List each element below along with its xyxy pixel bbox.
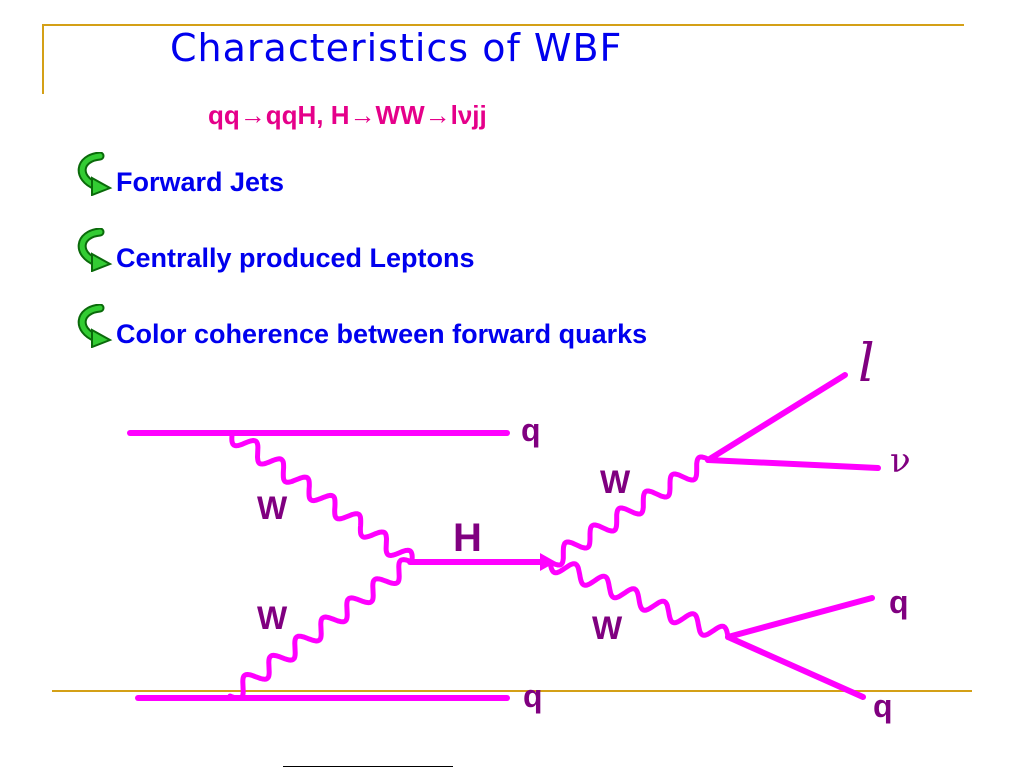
bullet-text: Color coherence between forward quarks [116, 319, 648, 349]
curved-arrow-icon [77, 304, 113, 348]
frame-top-rule [42, 24, 964, 26]
footer-rule [283, 766, 453, 767]
label-neutrino: ν [890, 441, 911, 481]
bullet-item: Forward Jets [74, 152, 285, 197]
label-higgs: H [453, 516, 482, 560]
w-boson-upper-right [547, 454, 713, 568]
quark-line-right-upper [725, 595, 875, 640]
quark-line-right-lower [725, 634, 866, 700]
label-q-right-lower: q [873, 688, 893, 724]
frame-bottom-rule [52, 690, 972, 692]
label-w-upper-left: W [257, 490, 288, 526]
page-title: Characteristics of WBF [170, 26, 623, 70]
bullet-text: Centrally produced Leptons [116, 243, 475, 273]
label-q-top-left: q [521, 412, 541, 448]
label-w-lower-right: W [592, 610, 623, 646]
neutrino-line [705, 457, 881, 471]
bullet-text: Forward Jets [116, 167, 285, 197]
curved-arrow-icon [77, 152, 113, 196]
w-boson-upper-left [229, 431, 415, 565]
label-w-upper-right: W [600, 464, 631, 500]
label-w-lower-left: W [257, 600, 288, 636]
w-boson-lower-left [227, 557, 415, 701]
w-boson-lower-right [547, 559, 731, 640]
frame-left-rule [42, 24, 44, 94]
bullet-item: Color coherence between forward quarks [74, 304, 648, 349]
curved-arrow-icon [77, 228, 113, 272]
bullet-item: Centrally produced Leptons [74, 228, 475, 273]
process-subtitle: qq→qqH, H→WW→lνjj [208, 100, 487, 130]
lepton-line [705, 372, 848, 463]
label-q-bottom-left: q [523, 678, 543, 714]
label-q-right-upper: q [889, 584, 909, 620]
label-lepton: l [858, 334, 875, 394]
